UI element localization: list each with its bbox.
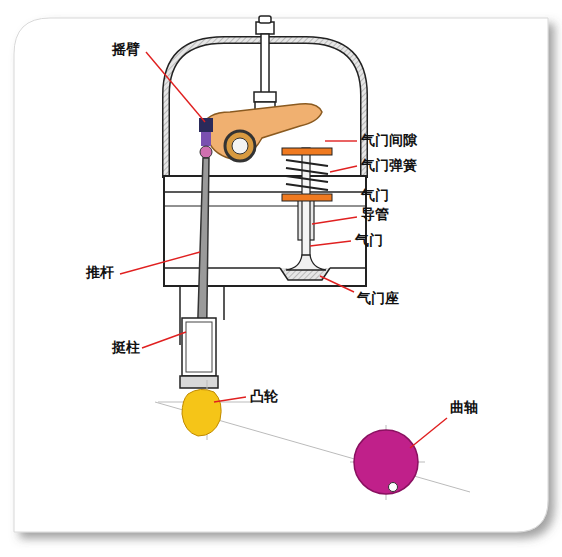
part-label: 凸轮 <box>250 387 278 406</box>
part-label: 气门间隙 <box>361 131 417 150</box>
part-label: 气门 <box>355 231 383 250</box>
part-label: 摇臂 <box>112 40 140 59</box>
part-label: 气门座 <box>357 289 399 308</box>
leader-lines <box>120 52 447 448</box>
part-label: 挺柱 <box>112 338 140 357</box>
part-label: 气门弹簧 <box>361 156 417 175</box>
part-label: 推杆 <box>86 263 114 282</box>
part-label: 曲轴 <box>450 398 478 417</box>
part-label: 气门 导管 <box>361 186 392 224</box>
